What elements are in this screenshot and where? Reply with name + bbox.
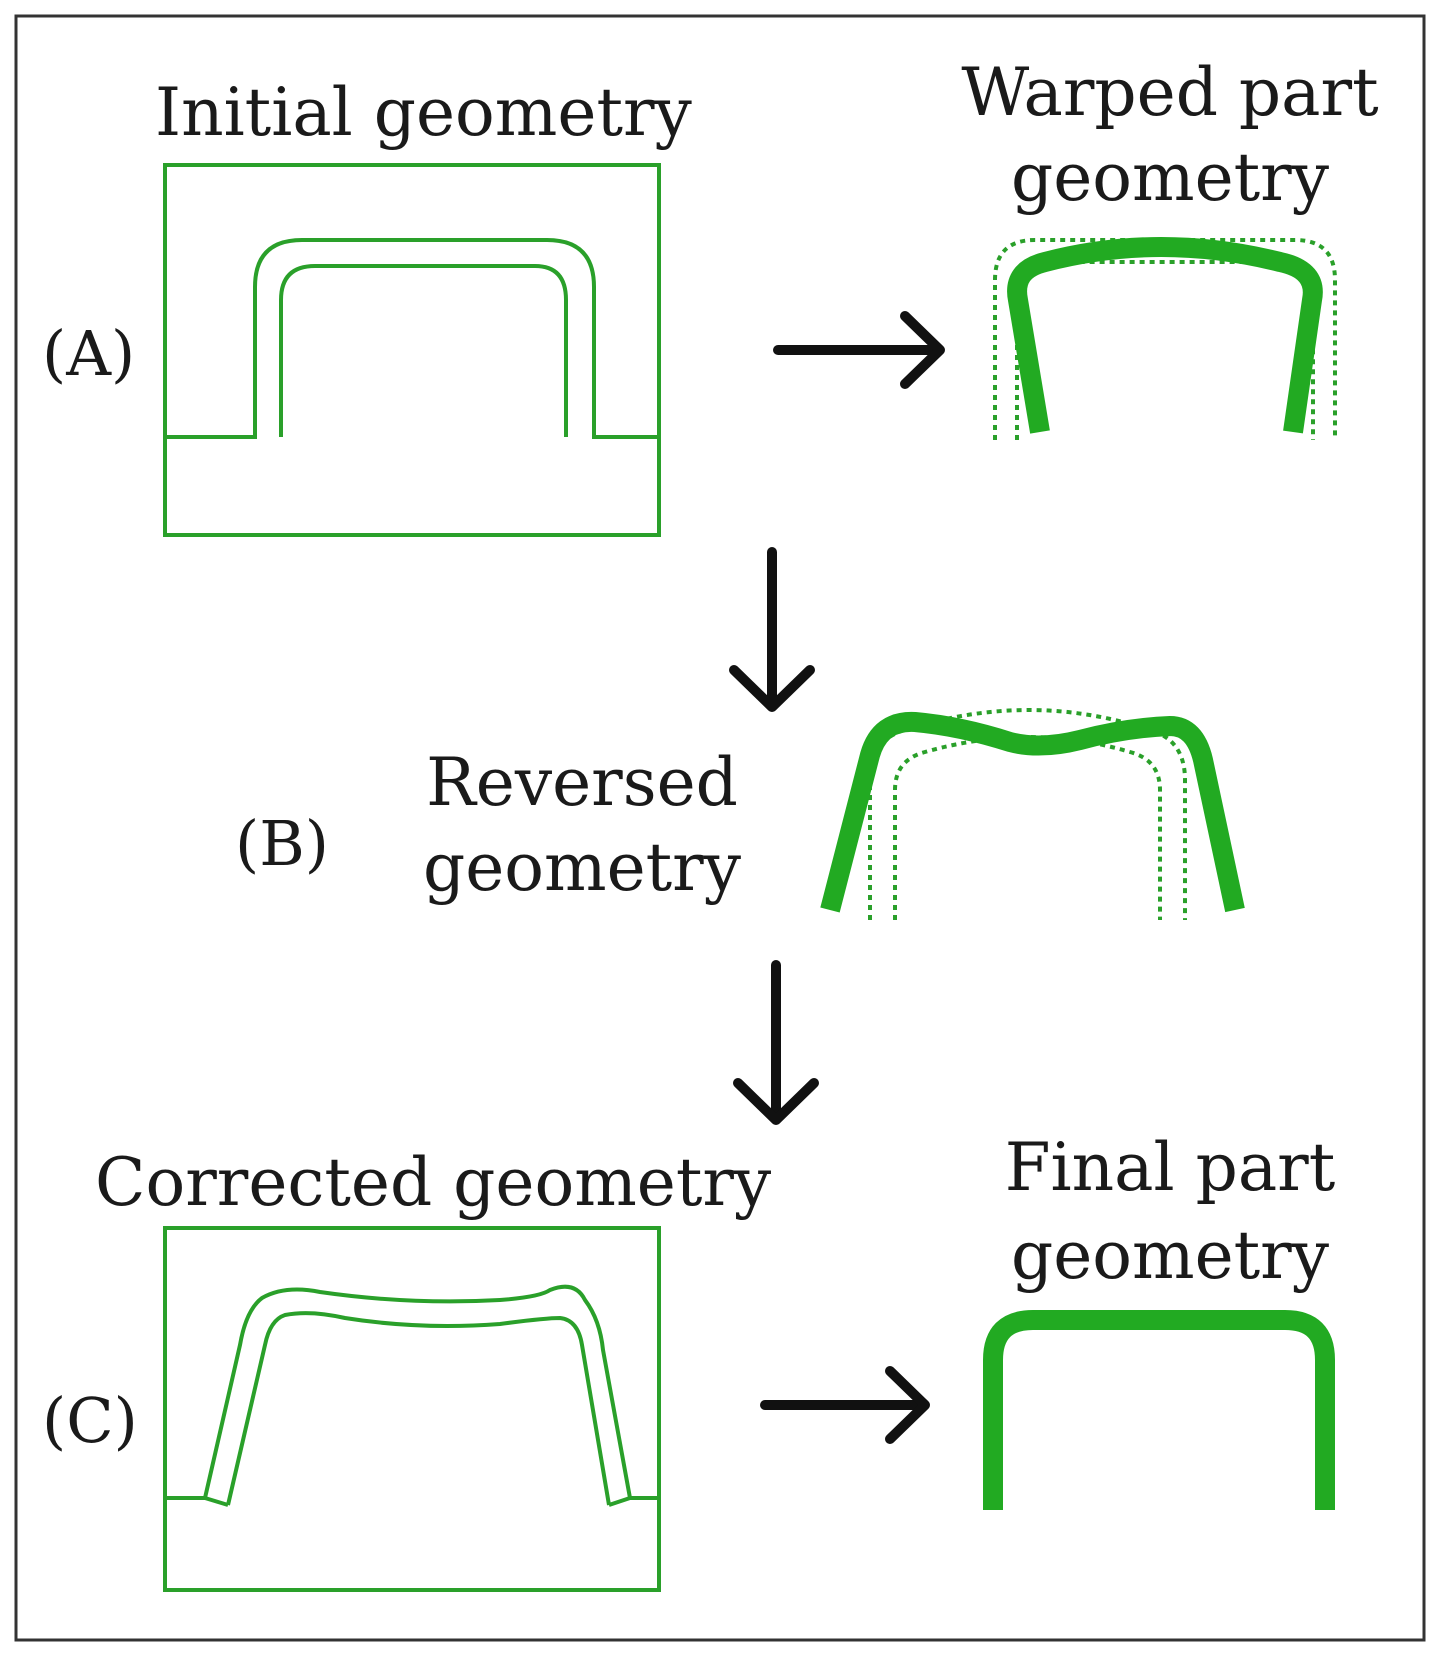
warped-part-geometry [993, 237, 1337, 440]
reversed-geometry [820, 708, 1245, 920]
reversed-geometry-title-line2: geometry [423, 829, 742, 906]
reversed-geometry-title-line1: Reversed [426, 744, 738, 821]
final-part-title-line2: geometry [1011, 1217, 1330, 1294]
step-label-b: (B) [235, 807, 329, 880]
final-part-geometry [983, 1310, 1335, 1510]
initial-geometry-mold [163, 163, 661, 537]
corrected-geometry-title: Corrected geometry [95, 1144, 772, 1221]
step-label-a: (A) [42, 317, 135, 390]
arrow-right-icon [760, 1366, 930, 1444]
nominal-outline-inner-b [893, 735, 1162, 920]
reversed-part-shape [820, 711, 1245, 913]
initial-geometry-title: Initial geometry [155, 74, 693, 151]
final-part-shape [983, 1310, 1335, 1510]
nominal-outline-inner [1015, 260, 1315, 440]
warped-part-shape [1007, 237, 1323, 434]
warped-part-title-line1: Warped part [961, 54, 1378, 131]
arrow-down-icon [729, 547, 815, 712]
warped-part-title-line2: geometry [1011, 139, 1330, 216]
nominal-outline-outer-b [868, 708, 1187, 920]
outer-frame [14, 14, 1426, 1642]
arrow-right-icon [773, 311, 945, 389]
arrow-down-icon [733, 960, 819, 1125]
step-label-c: (C) [42, 1384, 138, 1457]
corrected-geometry-mold [163, 1226, 661, 1592]
final-part-title-line1: Final part [1005, 1129, 1336, 1206]
